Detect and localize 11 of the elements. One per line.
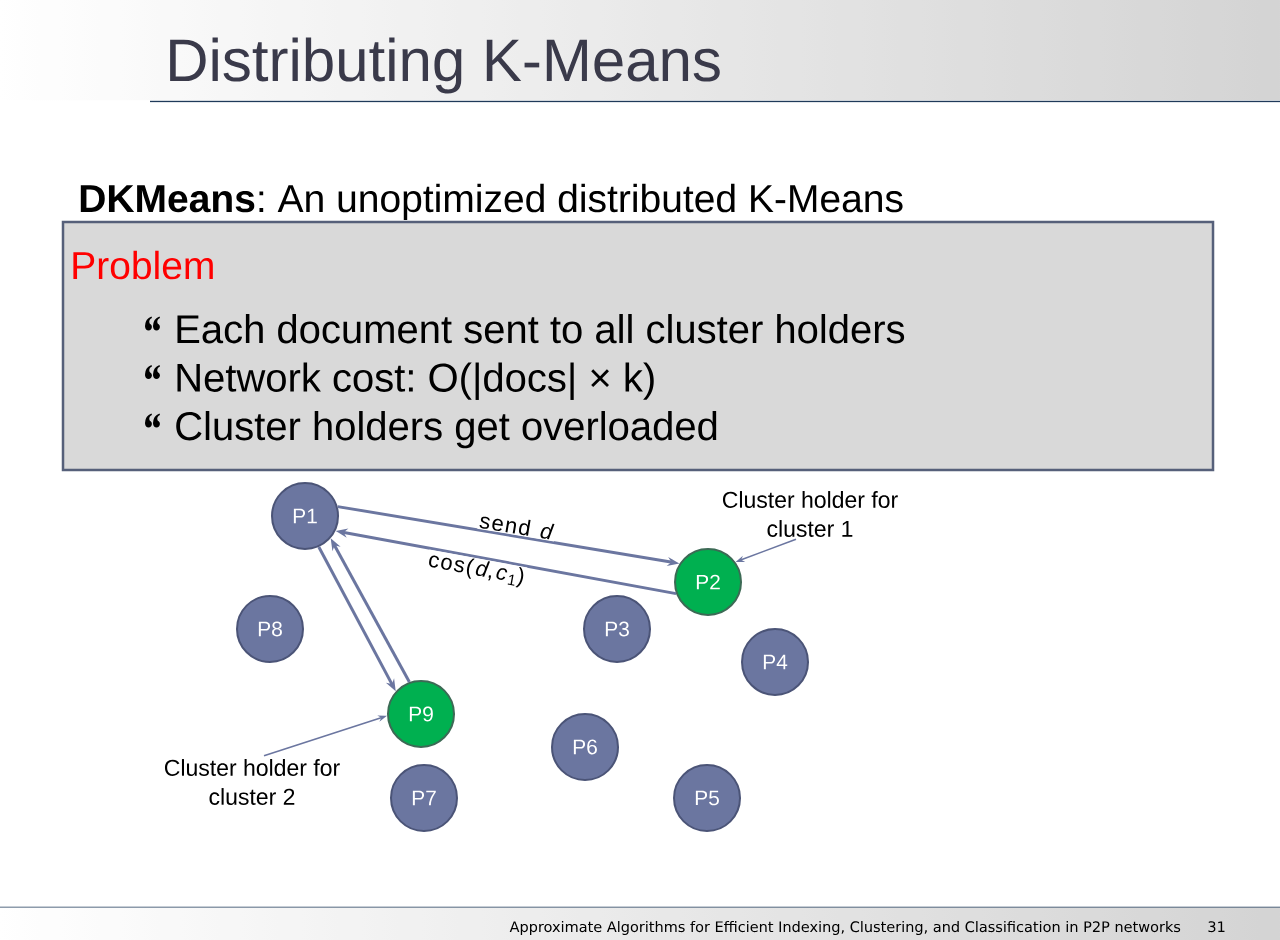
edge-label: cos(d,c$_{1}$) <box>425 549 528 590</box>
bullet-text: Cluster holders get overloaded <box>176 411 717 449</box>
callout-text: Cluster holder for cluster 2 <box>164 759 340 805</box>
footer-text: Approximate Algorithms for Efficient Indexing, Clustering, and Classification in P2P networks <box>509 920 1181 935</box>
edge-label: send d <box>477 510 557 542</box>
bullet-text: Network cost: O(|docs| × k) <box>177 362 654 400</box>
bullet-text: Each document sent to all cluster holders <box>177 314 905 344</box>
panel-heading: Problem <box>73 250 213 280</box>
title: Distributing K-Means <box>170 37 720 94</box>
callout-text: Cluster holder for cluster 1 <box>722 491 898 537</box>
page-number: 31 <box>1208 921 1225 933</box>
